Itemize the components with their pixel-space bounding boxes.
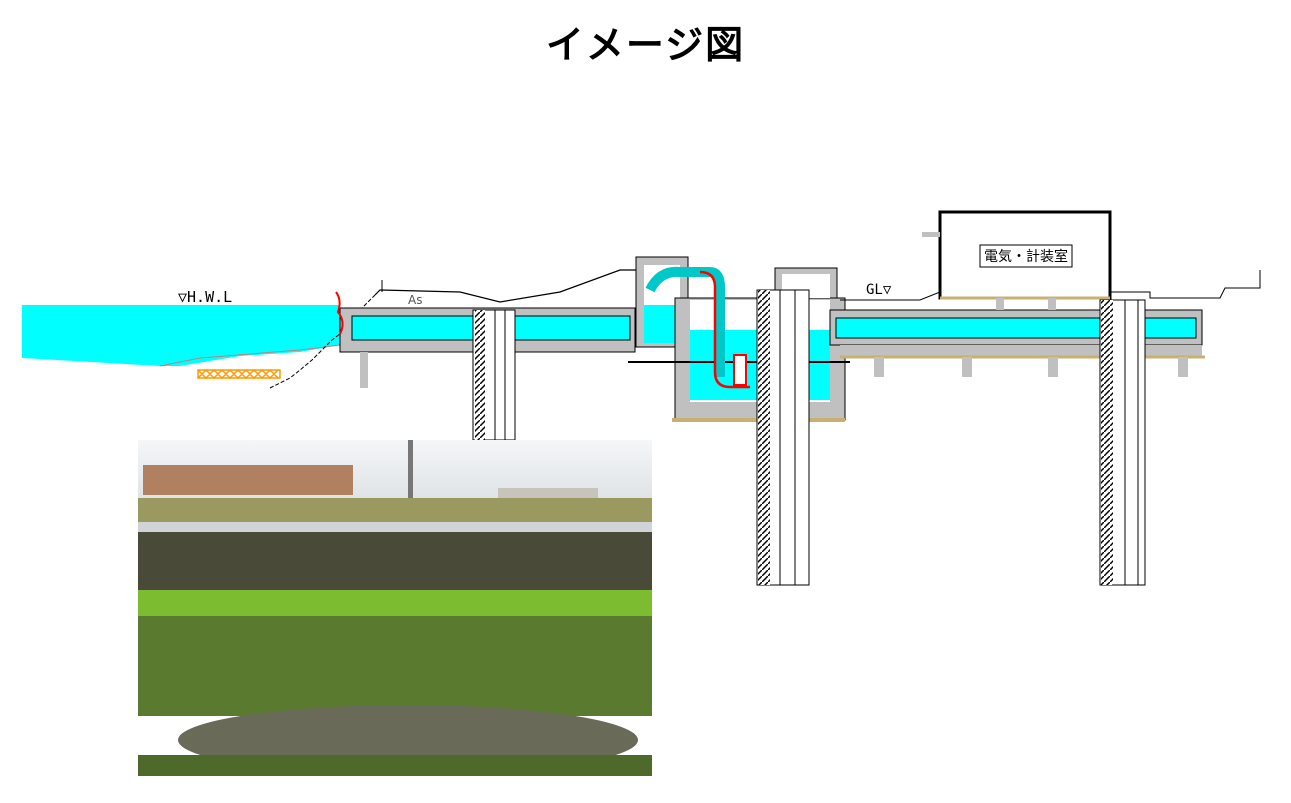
outlet-conduit [829,309,1205,377]
pile-group-3 [1099,299,1146,586]
river-water [22,305,340,366]
gate-pipe [335,291,344,335]
electrical-room: 電気・計装室 [922,210,1112,310]
pile-group-1 [472,309,516,441]
pump-station [628,256,850,422]
page-title: イメージ図 [545,23,746,67]
foundation-truss [197,368,281,380]
hwl-label: ▽H.W.L [178,288,232,306]
site-photo [138,440,652,776]
river-bed [159,344,341,367]
as-label: As [408,293,422,307]
revetment-slope [269,294,376,389]
gl-label: GL▽ [866,282,892,298]
room-label: 電気・計装室 [984,248,1068,265]
pile-group-2 [756,289,810,586]
embankment [374,269,640,303]
discharge-pipe [699,270,750,389]
